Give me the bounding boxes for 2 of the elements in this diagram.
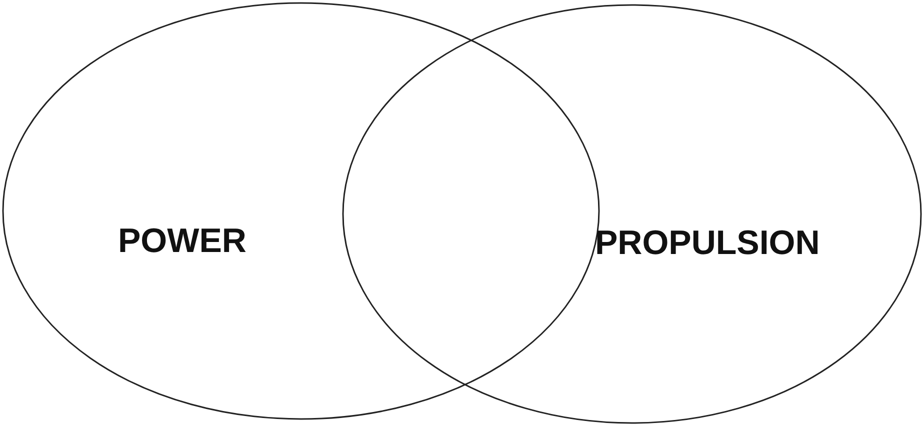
- set-label: POWER: [118, 224, 246, 258]
- set-label: PROPULSION: [595, 226, 820, 260]
